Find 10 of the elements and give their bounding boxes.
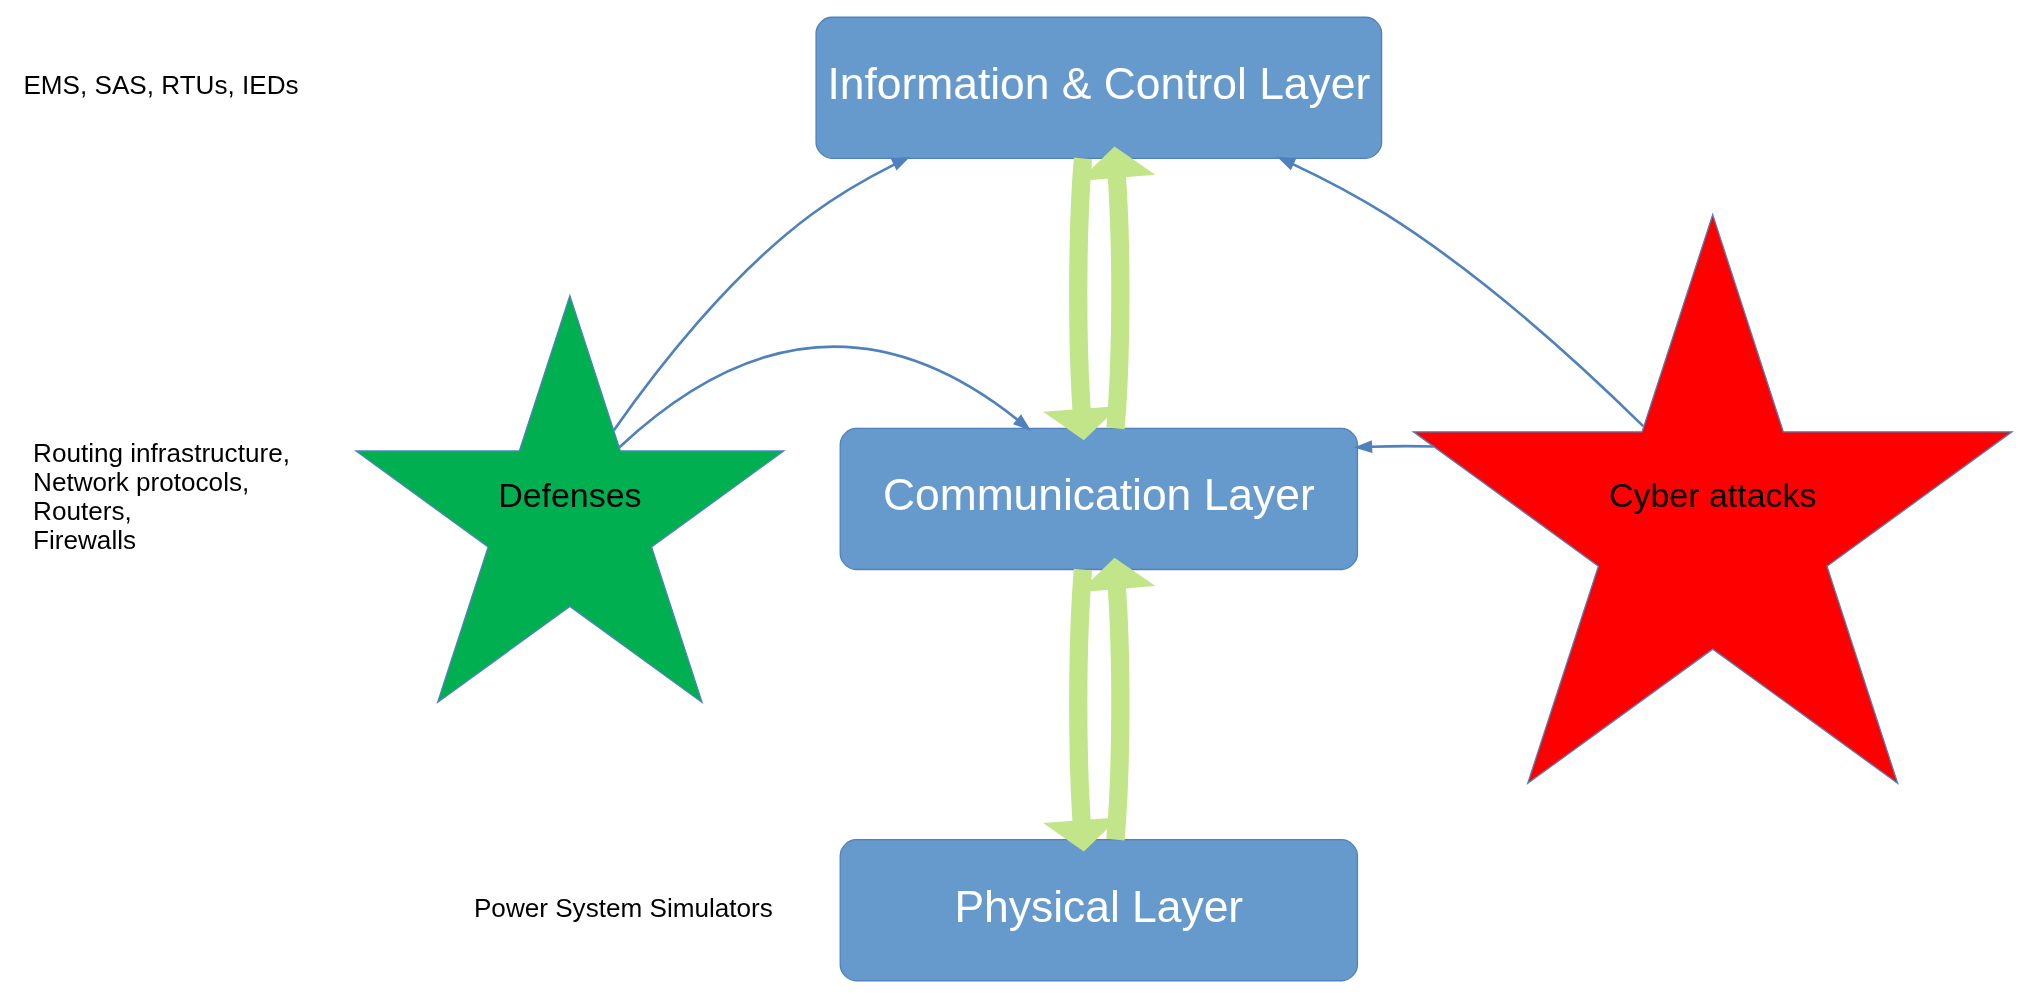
arrow bbox=[612, 156, 911, 432]
arrow bbox=[1276, 156, 1645, 428]
label: Routing infrastructure, Network protocols, Routers, Firewalls bbox=[33, 438, 290, 555]
node-box: Physical Layer bbox=[839, 839, 1359, 982]
arrow bbox=[618, 345, 1032, 449]
label: EMS, SAS, RTUs, IEDs bbox=[23, 70, 299, 101]
node-box: Information & Control Layer bbox=[815, 16, 1383, 159]
arrow bbox=[1353, 440, 1434, 454]
node-box: Communication Layer bbox=[839, 427, 1359, 571]
label: Power System Simulators bbox=[473, 892, 773, 923]
